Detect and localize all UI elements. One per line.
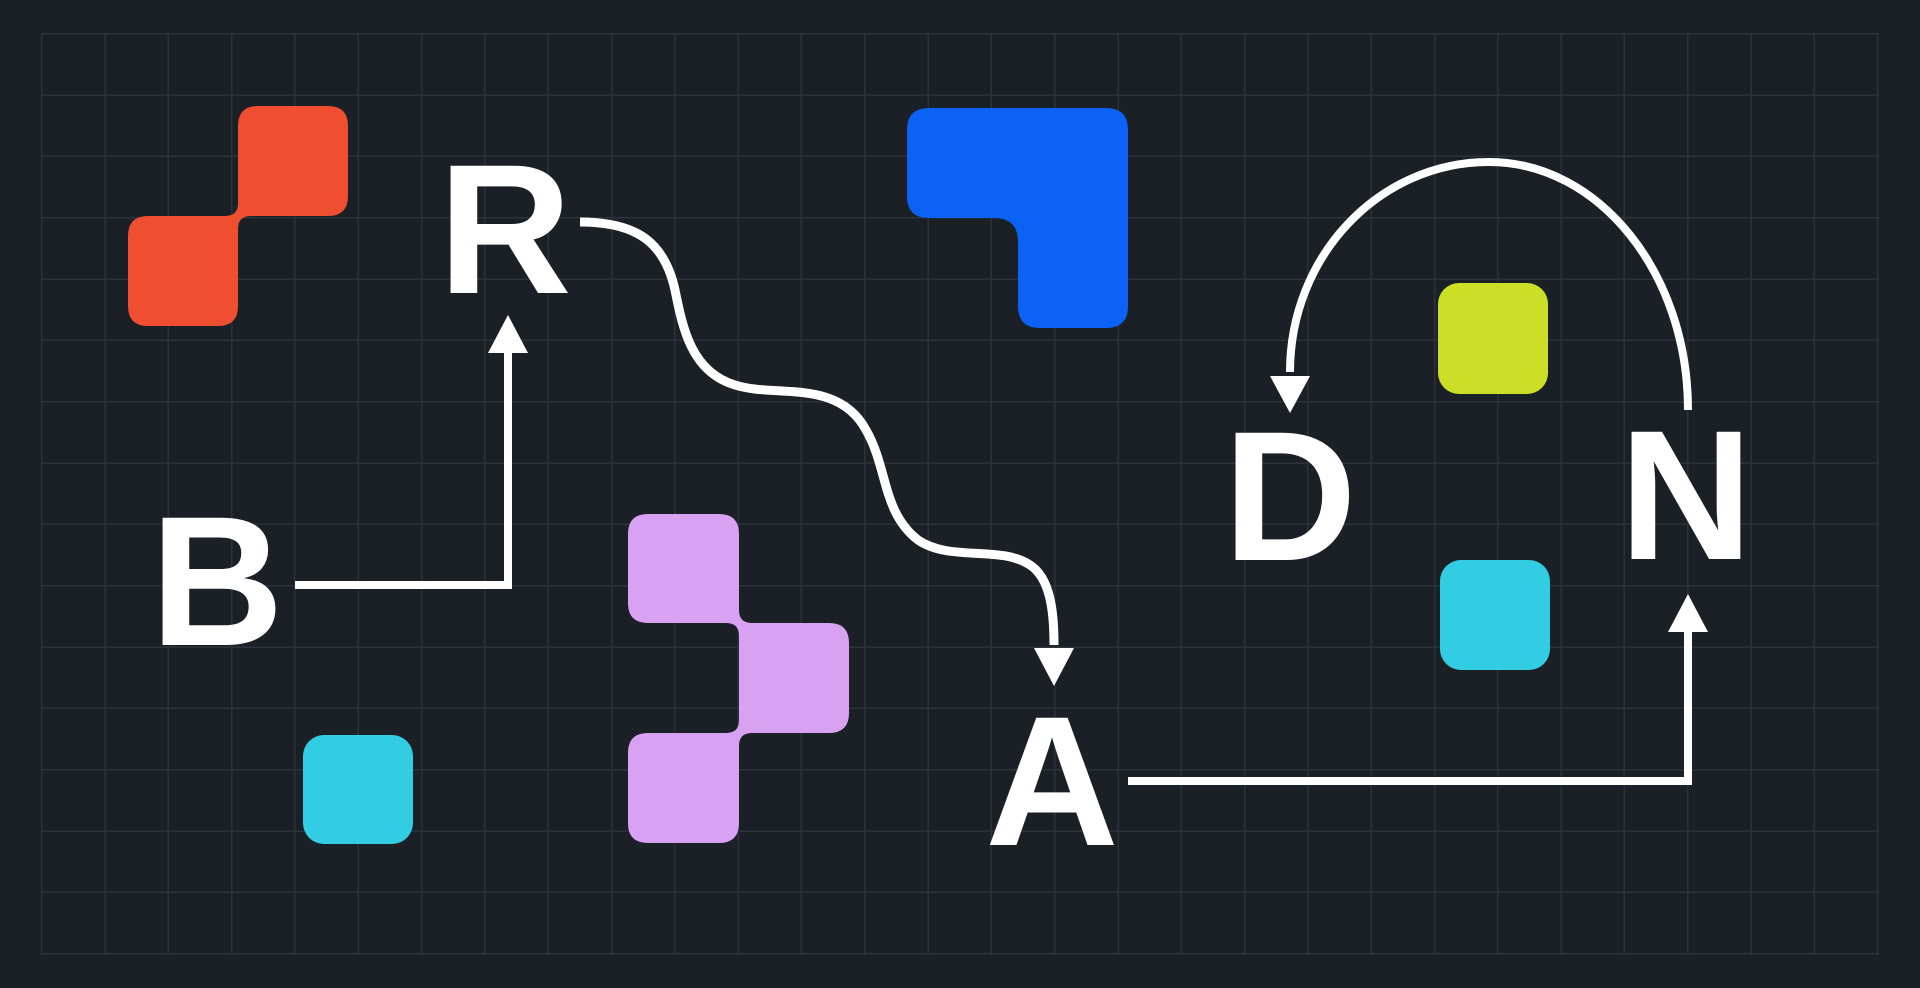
blue-l-piece: [907, 108, 1128, 328]
a-to-n-elbow-line: [1128, 630, 1692, 785]
red-zigzag-piece: [128, 106, 348, 326]
n-to-d-arrowhead-down-icon: [1270, 376, 1310, 413]
cyan-square-bottom-left: [303, 735, 413, 844]
cyan-square-right: [1440, 560, 1550, 670]
b-to-r-elbow-line: [295, 350, 512, 589]
r-to-a-wavy-line: [579, 217, 1059, 646]
letter-r: R: [438, 127, 572, 333]
letter-d: D: [1223, 394, 1357, 600]
letter-a: A: [985, 679, 1119, 885]
r-to-a-arrowhead-down-icon: [1034, 648, 1074, 686]
n-to-d-arc-line: [1286, 157, 1692, 411]
b-to-r-arrowhead-up-icon: [488, 315, 528, 353]
yellow-square: [1438, 283, 1548, 394]
purple-zigzag-piece: [628, 514, 849, 843]
letter-n: N: [1619, 393, 1753, 599]
a-to-n-arrowhead-up-icon: [1668, 594, 1708, 632]
letter-b: B: [150, 479, 284, 685]
